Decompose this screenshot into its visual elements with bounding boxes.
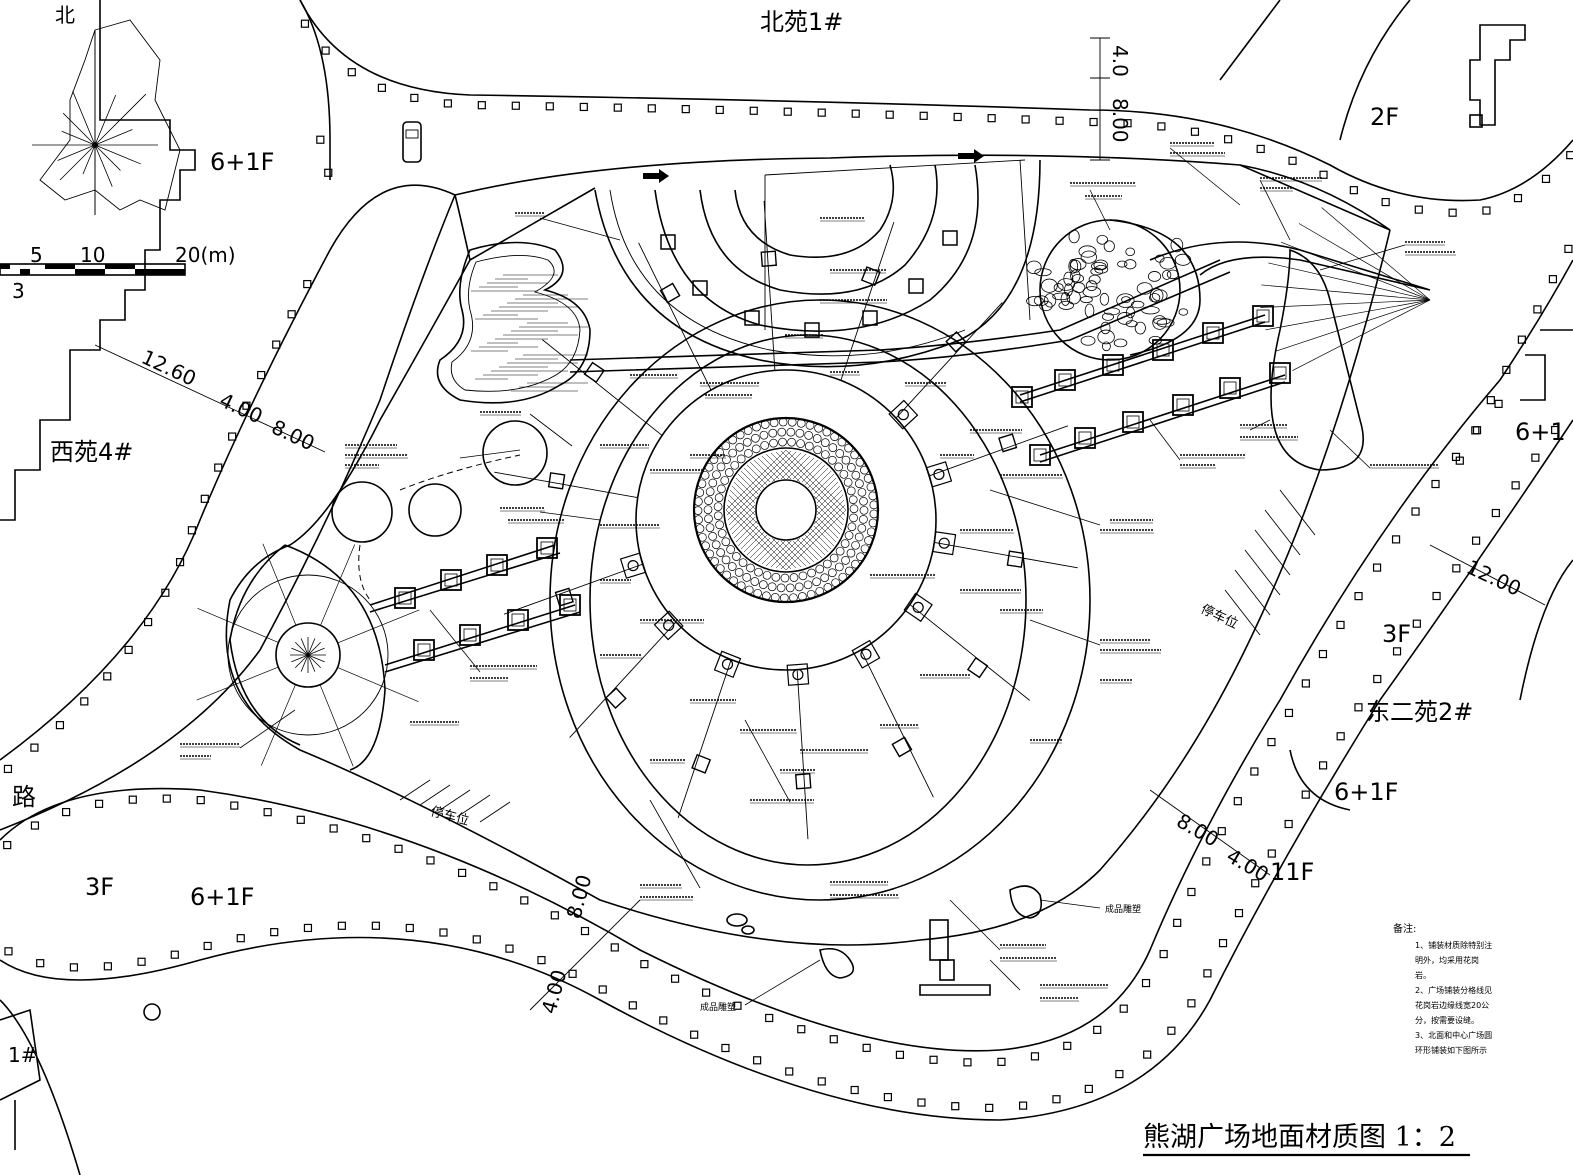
building-label-west: 西苑4#: [50, 438, 133, 466]
scale-label-5: 5: [30, 243, 43, 267]
parking-label-east: 停车位: [1198, 601, 1240, 632]
material-callouts: [180, 142, 1456, 1002]
west-sub-plaza: [196, 543, 420, 771]
crosshatch-inner: [725, 449, 847, 571]
building-floors-east-top: 6+1: [1515, 418, 1566, 446]
dim-east-1200: 12.00: [1463, 555, 1525, 601]
notes-body: 1、铺装材质除特别注明外，均采用花岗岩。 2、广场铺装分格线见花岗岩边缘线宽20…: [1415, 941, 1493, 1055]
ne-rock-garden: [1026, 207, 1431, 471]
scale-label-20m: 20(m): [175, 243, 236, 267]
scale-sub-label: 3: [12, 279, 25, 303]
north-arrow-label: 北: [55, 3, 75, 27]
cobble-ring-pattern: [693, 417, 879, 603]
building-floors-sw-6f: 6+1F: [190, 883, 254, 911]
parking-label-south: 停车位: [429, 803, 471, 829]
dim-west-8: 8.00: [268, 415, 319, 456]
building-floors-east-3f: 3F: [1382, 620, 1411, 648]
sculpture-label-east: 成品雕塑: [1105, 903, 1141, 915]
building-floors-east-11f: 11F: [1270, 858, 1314, 886]
dimension-lines: [94, 37, 1546, 1011]
building-label-sw: 1#: [8, 1043, 37, 1067]
building-floors-east-6f: 6+1F: [1334, 778, 1398, 806]
drawing-title: 熊湖广场地面材质图 1：2: [1143, 1122, 1456, 1153]
street-trees: [3, 19, 1573, 1112]
building-floors-nw: 6+1F: [210, 148, 274, 176]
building-floors-ne: 2F: [1370, 103, 1399, 131]
dim-south-8: 8.00: [562, 872, 597, 921]
note-item-1: 1、铺装材质除特别注明外，均采用花岗岩。: [1415, 941, 1493, 980]
west-planters: [331, 420, 548, 601]
paver-walkways: [369, 149, 1291, 673]
sculpture-label-south: 成品雕塑: [700, 1001, 736, 1013]
dim-north-8: 8.00: [1108, 98, 1132, 143]
text-labels: 北 5 10 20(m) 3 北苑1# 6+1F 西苑4# 2F 6+1 3F …: [8, 3, 1566, 1157]
dim-north-4: 4.0: [1108, 45, 1132, 77]
north-compass: [32, 19, 181, 215]
notes-heading: 备注:: [1393, 922, 1416, 935]
dim-se-4: 4.00: [1223, 844, 1274, 887]
scale-label-10: 10: [80, 243, 105, 267]
note-item-2: 2、广场铺装分格线见花岗岩边缘线宽20公分，按需要设缝。: [1415, 986, 1493, 1025]
building-floors-sw-3f: 3F: [85, 873, 114, 901]
note-item-3: 3、北面和中心广场圆环形铺装如下图所示铺装。: [1415, 1031, 1493, 1055]
radial-paving-lines: [494, 200, 1078, 840]
buildings: [0, 0, 1573, 1150]
building-label-north: 北苑1#: [760, 8, 843, 36]
pond: [436, 241, 591, 404]
building-label-east: 东二苑2#: [1366, 698, 1473, 726]
south-features: [143, 885, 1043, 1021]
dim-west-1260: 12.60: [138, 345, 200, 391]
amphitheater-arcs: [569, 159, 1431, 373]
dim-west-4: 4.00: [216, 388, 267, 429]
dim-south-4: 4.00: [537, 967, 572, 1016]
parking-stripes-south: [399, 779, 511, 823]
parking-stripes-east: [1224, 489, 1316, 636]
scale-bar: [0, 263, 186, 276]
road-label: 路: [12, 783, 36, 811]
